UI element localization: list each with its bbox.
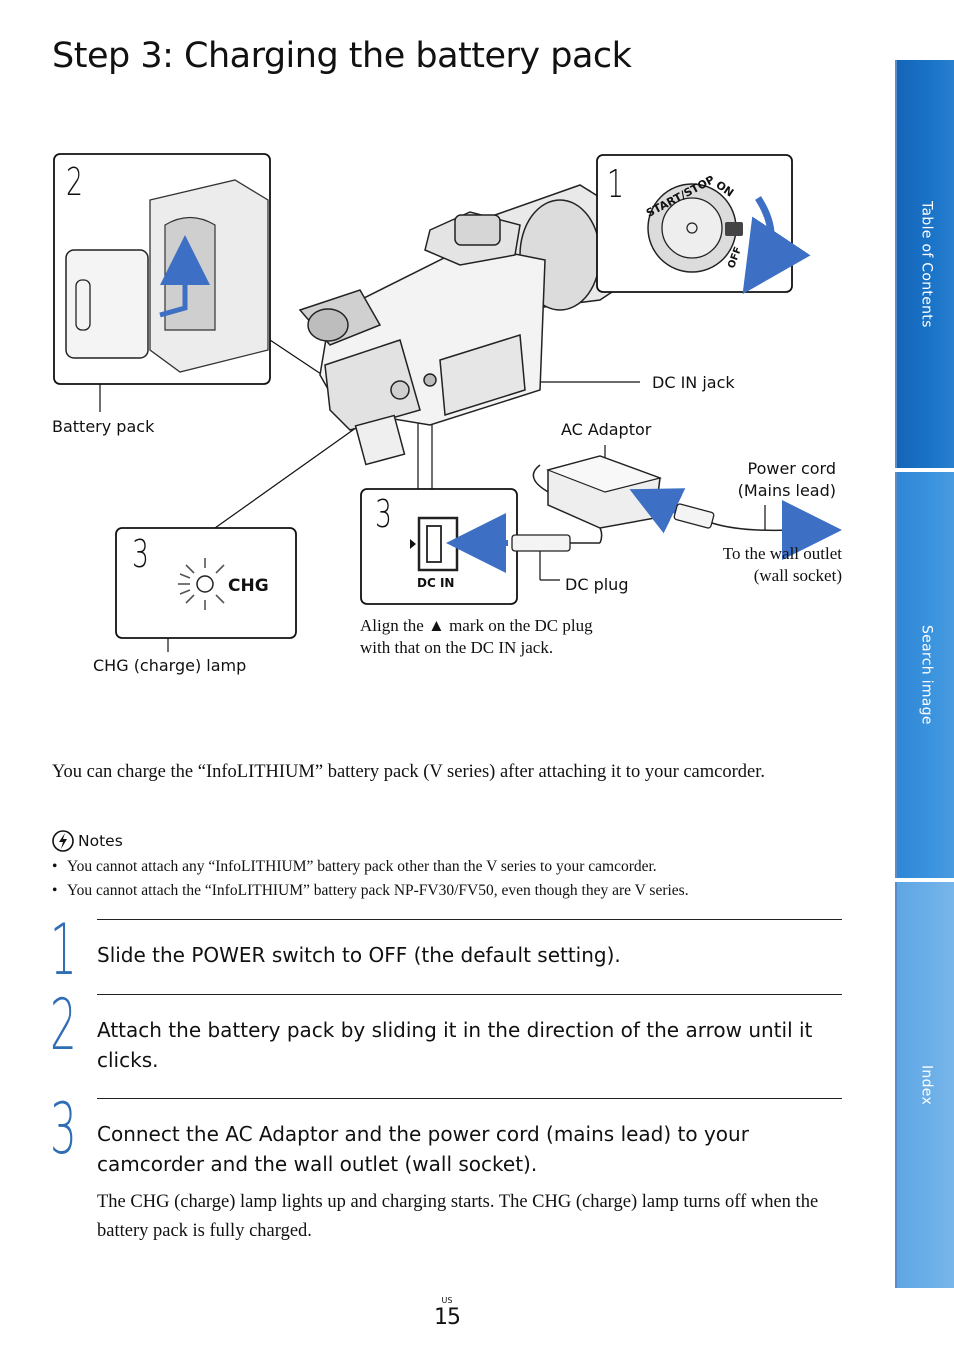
tab-index[interactable]: Index <box>895 882 954 1288</box>
align-mark-note: Align the ▲ mark on the DC plug with tha… <box>360 615 593 659</box>
wall-outlet-label: To the wall outlet (wall socket) <box>690 543 842 587</box>
power-cord-line1: Power cord <box>747 459 837 478</box>
page-title: Step 3: Charging the battery pack <box>52 36 632 76</box>
wall-outlet-line2: (wall socket) <box>753 566 842 585</box>
dc-in-jack-callout: DC IN jack <box>652 373 735 392</box>
panel-power-switch: START/STOP ON OFF <box>596 154 811 295</box>
tab-label: Table of Contents <box>918 200 935 328</box>
step-number-3: 3 <box>50 1088 77 1170</box>
tab-table-of-contents[interactable]: Table of Contents <box>895 60 954 468</box>
tab-search-image[interactable]: Search image <box>895 472 954 878</box>
power-cord-label: Power cord (Mains lead) <box>722 458 836 502</box>
list-item: You cannot attach any “InfoLITHIUM” batt… <box>52 855 689 879</box>
list-item: You cannot attach the “InfoLITHIUM” batt… <box>52 879 689 903</box>
ac-adaptor-icon <box>546 455 842 560</box>
step-divider <box>97 1098 842 1099</box>
chg-lamp-label: CHG <box>228 576 269 596</box>
dc-plug-label: DC plug <box>565 575 629 594</box>
step-divider <box>97 994 842 995</box>
wall-outlet-line1: To the wall outlet <box>722 544 842 563</box>
step-3-body: The CHG (charge) lamp lights up and char… <box>97 1192 819 1241</box>
page-number: US 15 <box>434 1296 461 1331</box>
panel-dc-in: DC IN <box>360 464 603 605</box>
notes-list: You cannot attach any “InfoLITHIUM” batt… <box>52 855 689 903</box>
step-divider <box>97 919 842 920</box>
notes-icon <box>52 830 74 852</box>
chg-lamp-callout: CHG (charge) lamp <box>93 656 247 675</box>
panel-number-1: 1 <box>607 162 624 206</box>
page-number-value: 15 <box>434 1305 461 1330</box>
illustration-svg: START/STOP ON OFF CHG <box>53 153 842 652</box>
panel-number-3-jack: 3 <box>375 492 392 536</box>
tab-label: Search image <box>918 625 935 725</box>
step-number-1: 1 <box>50 909 77 991</box>
step-number-2: 2 <box>50 984 77 1066</box>
align-note-line1: Align the ▲ mark on the DC plug <box>360 616 593 635</box>
ac-adaptor-label: AC Adaptor <box>561 420 652 439</box>
dc-in-jack-label: DC IN <box>417 576 454 590</box>
charging-illustration: START/STOP ON OFF CHG <box>0 140 890 700</box>
step-3-text: Connect the AC Adaptor and the power cor… <box>97 1122 749 1176</box>
power-cord-line2: (Mains lead) <box>737 481 836 500</box>
notes-heading-text: Notes <box>78 832 123 850</box>
battery-pack-label: Battery pack <box>52 417 155 436</box>
panel-number-2: 2 <box>66 160 83 204</box>
intro-paragraph: You can charge the “InfoLITHIUM” battery… <box>52 762 766 782</box>
step-1-text: Slide the POWER switch to OFF (the defau… <box>97 943 621 967</box>
align-note-line2: with that on the DC IN jack. <box>360 638 554 657</box>
panel-number-3-lamp: 3 <box>132 532 149 576</box>
notes-heading: Notes <box>52 830 123 852</box>
step-2-text: Attach the battery pack by sliding it in… <box>97 1018 813 1072</box>
panel-chg-lamp: CHG <box>115 527 297 639</box>
panel-battery <box>53 153 271 385</box>
tab-label: Index <box>918 1064 935 1106</box>
region-code: US <box>441 1296 453 1305</box>
